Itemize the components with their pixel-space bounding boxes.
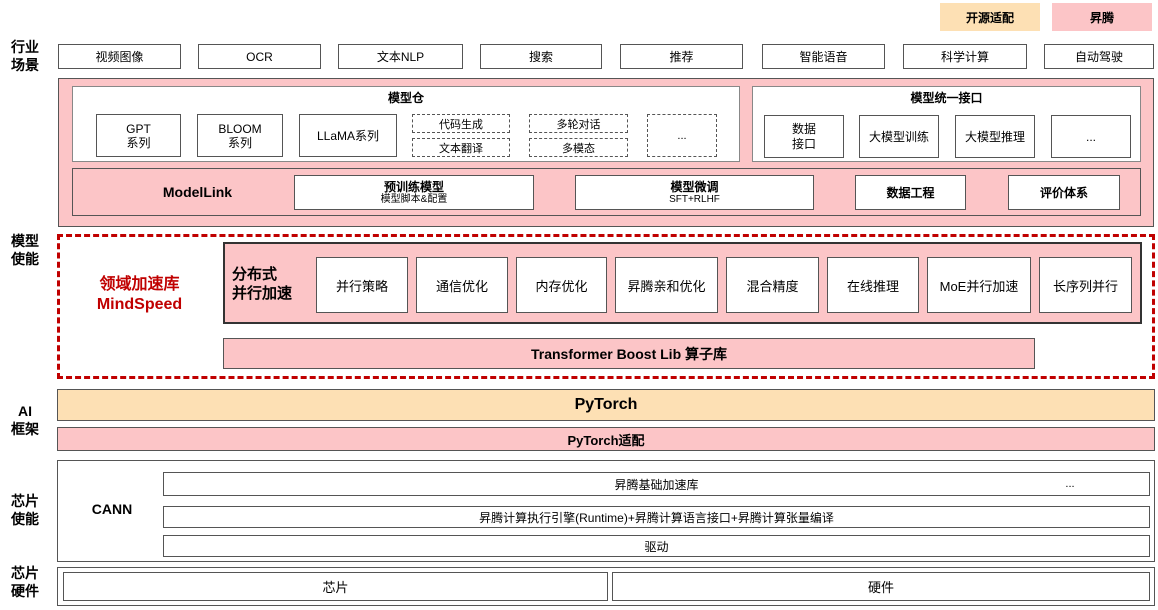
industry-autodrive: 自动驾驶 xyxy=(1044,44,1154,69)
model-more: ... xyxy=(647,114,717,157)
cann-driver: 驱动 xyxy=(163,535,1150,557)
api-train: 大模型训练 xyxy=(859,115,939,158)
ms-long-seq: 长序列并行 xyxy=(1039,257,1132,313)
mindspeed-label-cn: 领域加速库 xyxy=(99,276,180,293)
model-gpt: GPT 系列 xyxy=(96,114,181,157)
model-bloom: BLOOM 系列 xyxy=(197,114,283,157)
legend-open-source-label: 开源适配 xyxy=(965,10,1014,25)
transformer-boost-lib: Transformer Boost Lib 算子库 xyxy=(223,338,1035,369)
api-infer: 大模型推理 xyxy=(955,115,1035,158)
modellink-finetune: 模型微调 SFT+RLHF xyxy=(575,175,814,210)
hardware-device: 硬件 xyxy=(612,572,1150,601)
model-translate: 文本翻译 xyxy=(412,138,510,157)
distributed-label: 分布式 并行加速 xyxy=(232,266,293,302)
model-multimodal: 多模态 xyxy=(529,138,628,157)
mindspeed-label-en: MindSpeed xyxy=(96,296,183,313)
industry-ocr: OCR xyxy=(198,44,321,69)
pytorch-adapt-bar: PyTorch适配 xyxy=(57,427,1155,451)
industry-voice: 智能语音 xyxy=(762,44,885,69)
ms-memory-opt: 内存优化 xyxy=(516,257,607,313)
pretrain-subtitle: 模型脚本&配置 xyxy=(380,193,448,205)
ms-ascend-affinity: 昇腾亲和优化 xyxy=(615,257,718,313)
side-label-industry: 行业 场景 xyxy=(11,39,39,73)
cann-runtime: 昇腾计算执行引擎(Runtime)+昇腾计算语言接口+昇腾计算张量编译 xyxy=(163,506,1150,528)
model-repo-title: 模型仓 xyxy=(387,90,424,105)
pytorch-bar: PyTorch xyxy=(57,389,1155,421)
api-more: ... xyxy=(1051,115,1131,158)
model-repo-panel xyxy=(72,86,740,162)
finetune-title: 模型微调 xyxy=(670,179,719,194)
legend-ascend-label: 昇腾 xyxy=(1089,10,1114,25)
cann-base-more: ... xyxy=(1065,478,1075,490)
ms-mixed-precision: 混合精度 xyxy=(726,257,819,313)
modellink-label: ModelLink xyxy=(162,184,233,200)
ms-comm-opt: 通信优化 xyxy=(416,257,508,313)
unified-api-title: 模型统一接口 xyxy=(910,90,983,105)
cann-base-lib: 昇腾基础加速库 xyxy=(163,472,1150,496)
api-data: 数据 接口 xyxy=(764,115,844,158)
model-llama: LLaMA系列 xyxy=(299,114,397,157)
side-label-model: 模型 使能 xyxy=(11,233,39,267)
industry-search: 搜索 xyxy=(480,44,602,69)
modellink-data-eng: 数据工程 xyxy=(855,175,966,210)
industry-recommend: 推荐 xyxy=(620,44,743,69)
ms-parallel-strategy: 并行策略 xyxy=(316,257,408,313)
cann-label: CANN xyxy=(91,501,133,517)
side-label-chip-hardware: 芯片 硬件 xyxy=(11,565,39,599)
ms-online-infer: 在线推理 xyxy=(827,257,919,313)
legend-open-source: 开源适配 xyxy=(940,3,1040,31)
mindspeed-region xyxy=(57,234,1155,379)
pretrain-title: 预训练模型 xyxy=(383,179,444,194)
industry-nlp: 文本NLP xyxy=(338,44,463,69)
modellink-pretrain: 预训练模型 模型脚本&配置 xyxy=(294,175,534,210)
mindspeed-label: 领域加速库 MindSpeed xyxy=(72,275,207,315)
ms-moe-parallel: MoE并行加速 xyxy=(927,257,1031,313)
industry-science: 科学计算 xyxy=(903,44,1027,69)
modellink-eval: 评价体系 xyxy=(1008,175,1120,210)
model-code-gen: 代码生成 xyxy=(412,114,510,133)
side-label-ai: AI 框架 xyxy=(11,403,39,437)
side-label-chip-enable: 芯片 使能 xyxy=(11,493,39,527)
legend-ascend: 昇腾 xyxy=(1052,3,1152,31)
hardware-chip: 芯片 xyxy=(63,572,608,601)
model-multi-dialog: 多轮对话 xyxy=(529,114,628,133)
industry-video: 视频图像 xyxy=(58,44,181,69)
finetune-subtitle: SFT+RLHF xyxy=(669,193,720,205)
